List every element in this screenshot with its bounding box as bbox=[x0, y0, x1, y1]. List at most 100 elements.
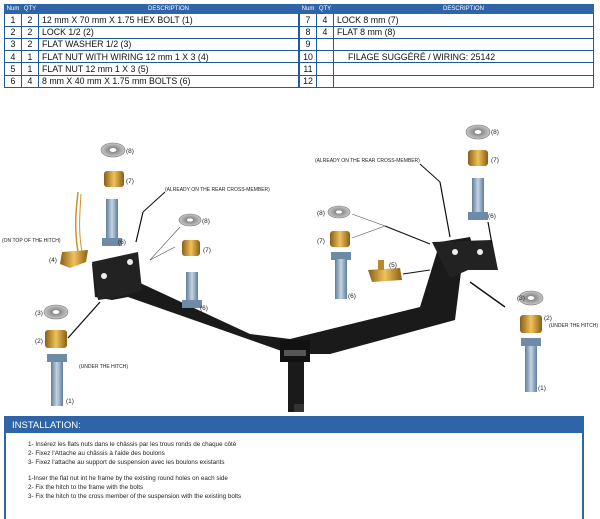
label-already-left: (ALREADY ON THE REAR CROSS-MEMBER) bbox=[165, 187, 270, 193]
label-7: (7) bbox=[491, 157, 499, 164]
label-6: (6) bbox=[348, 293, 356, 300]
label-2: (2) bbox=[544, 315, 552, 322]
row-qty: 2 bbox=[21, 25, 39, 39]
flat-nut bbox=[368, 260, 431, 282]
step-item: 1-Inser the flat nut int he frame by the… bbox=[28, 474, 228, 482]
label-5: (5) bbox=[389, 262, 397, 269]
header-description: DESCRIPTION bbox=[333, 3, 594, 15]
row-desc: 12 mm X 70 mm X 1.75 HEX BOLT (1) bbox=[38, 13, 299, 27]
hitch-assembly-diagram: (8) (7) (6) (4) (ON TOP OF THE HITCH) (A… bbox=[2, 124, 598, 412]
label-7: (7) bbox=[317, 238, 325, 245]
row-qty: 4 bbox=[21, 74, 39, 89]
row-desc: LOCK 8 mm (7) bbox=[333, 13, 594, 27]
header-num: Num bbox=[299, 3, 317, 15]
row-num: 1 bbox=[4, 13, 22, 27]
label-8: (8) bbox=[126, 148, 134, 155]
header-num: Num bbox=[4, 3, 22, 15]
row-num: 12 bbox=[299, 74, 317, 89]
label-1: (1) bbox=[538, 385, 546, 392]
label-6: (6) bbox=[488, 213, 496, 220]
row-desc bbox=[333, 37, 594, 52]
installation-body: 1- Insérez les flats nuts dans le châssi… bbox=[6, 433, 582, 501]
step-item: 2- Fixez l'Attache au châssis à l'aide d… bbox=[28, 449, 165, 457]
row-qty: 4 bbox=[316, 25, 334, 39]
label-8: (8) bbox=[317, 210, 325, 217]
steps-fr: 1- Insérez les flats nuts dans le châssi… bbox=[28, 441, 582, 468]
header-description: DESCRIPTION bbox=[38, 3, 299, 15]
label-8: (8) bbox=[202, 218, 210, 225]
row-qty: 2 bbox=[21, 13, 39, 27]
row-qty bbox=[316, 74, 334, 89]
row-num: 2 bbox=[4, 25, 22, 39]
row-num: 6 bbox=[4, 74, 22, 89]
row-desc: FLAT 8 mm (8) bbox=[333, 25, 594, 39]
installation-title: INSTALLATION: bbox=[6, 418, 582, 433]
label-4: (4) bbox=[49, 257, 57, 264]
row-desc: FILAGE SUGGÉRÉ / WIRING: 25142 bbox=[333, 50, 594, 64]
label-8: (8) bbox=[491, 129, 499, 136]
row-qty: 1 bbox=[21, 62, 39, 76]
label-under-hitch-left: (UNDER THE HITCH) bbox=[79, 364, 128, 370]
step-item: 2- Fix the hitch to the frame with the b… bbox=[28, 483, 144, 491]
table-row: 11 bbox=[299, 62, 594, 76]
label-under-hitch-right: (UNDER THE HITCH) bbox=[549, 323, 598, 329]
row-num: 5 bbox=[4, 62, 22, 76]
hardware-upper-right bbox=[465, 124, 493, 245]
row-desc: FLAT NUT 12 mm 1 X 3 (5) bbox=[38, 62, 299, 76]
row-qty: 4 bbox=[316, 13, 334, 27]
label-2: (2) bbox=[35, 338, 43, 345]
label-7: (7) bbox=[126, 178, 134, 185]
installation-panel: INSTALLATION: 1- Insérez les flats nuts … bbox=[4, 416, 584, 519]
table-row: 12 bbox=[299, 74, 594, 89]
row-qty bbox=[316, 50, 334, 64]
hardware-lower-left bbox=[43, 301, 101, 406]
hardware-left-bolt bbox=[100, 142, 126, 246]
row-qty bbox=[316, 62, 334, 76]
row-desc: FLAT NUT WITH WIRING 12 mm 1 X 3 (4) bbox=[38, 50, 299, 64]
hardware-mid-left bbox=[149, 213, 202, 308]
row-desc bbox=[333, 62, 594, 76]
row-qty bbox=[316, 37, 334, 52]
label-1: (1) bbox=[66, 398, 74, 405]
label-7: (7) bbox=[203, 247, 211, 254]
row-num: 9 bbox=[299, 37, 317, 52]
step-item: 3- Fixez l'attache au support de suspens… bbox=[28, 458, 225, 466]
table-row: 10 FILAGE SUGGÉRÉ / WIRING: 25142 bbox=[299, 50, 594, 64]
row-desc: FLAT WASHER 1/2 (3) bbox=[38, 37, 299, 52]
row-qty: 2 bbox=[21, 37, 39, 52]
row-num: 8 bbox=[299, 25, 317, 39]
row-num: 11 bbox=[299, 62, 317, 76]
row-num: 10 bbox=[299, 50, 317, 64]
label-6: (6) bbox=[200, 305, 208, 312]
label-on-top-of-hitch: (ON TOP OF THE HITCH) bbox=[2, 238, 61, 244]
hitch-frame bbox=[92, 237, 498, 412]
step-item: 3- Fix the hitch to the cross member of … bbox=[28, 492, 242, 500]
row-desc: 8 mm X 40 mm X 1.75 mm BOLTS (6) bbox=[38, 74, 299, 89]
label-3: (3) bbox=[35, 310, 43, 317]
row-desc: LOCK 1/2 (2) bbox=[38, 25, 299, 39]
row-num: 7 bbox=[299, 13, 317, 27]
row-qty: 1 bbox=[21, 50, 39, 64]
label-already-right: (ALREADY ON THE REAR CROSS-MEMBER) bbox=[315, 158, 420, 164]
table-row: 9 bbox=[299, 37, 594, 52]
row-num: 3 bbox=[4, 37, 22, 52]
row-num: 4 bbox=[4, 50, 22, 64]
flat-nut-with-wiring bbox=[60, 191, 88, 268]
hardware-mid-right bbox=[327, 205, 431, 299]
steps-en: 1-Inser the flat nut int he frame by the… bbox=[28, 475, 582, 502]
label-6: (6) bbox=[118, 239, 126, 246]
header-qty: QTY bbox=[316, 3, 334, 15]
header-qty: QTY bbox=[21, 3, 39, 15]
row-desc bbox=[333, 74, 594, 89]
hardware-lower-right bbox=[469, 281, 544, 392]
